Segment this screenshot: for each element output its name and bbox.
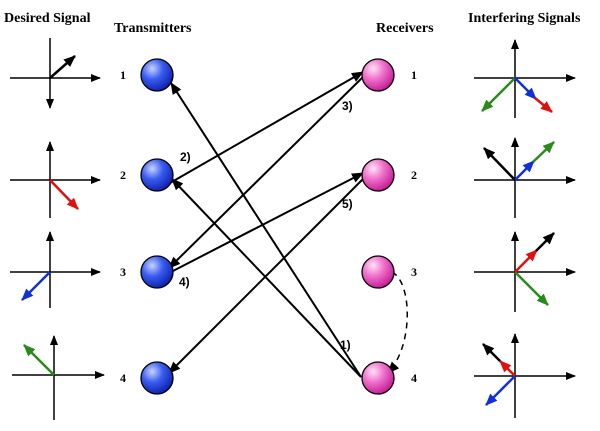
- link-label-3: 3): [342, 99, 353, 113]
- link-arrow-rx2-to-tx4: [168, 175, 367, 374]
- black-vector-arrow: [49, 55, 76, 79]
- link-label-1: 1): [340, 338, 351, 352]
- link-label-5: 5): [342, 197, 353, 211]
- links: [168, 71, 408, 378]
- transmitter-node-1[interactable]: [140, 58, 174, 92]
- link-label-2: 2): [180, 150, 191, 164]
- red-vector-arrow: [534, 97, 553, 113]
- header-receivers: Receivers: [376, 21, 434, 36]
- desired-signal-plot-2: [10, 141, 101, 218]
- red-vector-arrow: [514, 249, 538, 273]
- receiver-node-4[interactable]: [361, 361, 395, 395]
- blue-vector-arrow: [514, 160, 535, 181]
- transmitter-node-3[interactable]: [140, 255, 174, 289]
- black-vector-arrow: [483, 147, 516, 181]
- link-arrow-tx3-to-rx2: [170, 172, 364, 273]
- black-vector-arrow: [535, 232, 555, 252]
- interfering-signal-plot-3: [474, 231, 576, 312]
- blue-vector-arrow: [485, 375, 516, 406]
- blue-vector-arrow: [514, 77, 537, 100]
- transmitters: 1 2 3 4: [120, 58, 174, 395]
- link-arrow-rx1-to-tx3: [168, 74, 366, 269]
- interfering-signal-plot-2: [474, 137, 576, 218]
- link-arrow-rx4-to-tx1: [170, 82, 362, 378]
- transmitter-label-3: 3: [120, 265, 126, 279]
- header-interfering-signals: Interfering Signals: [468, 11, 581, 26]
- transmitter-label-4: 4: [120, 371, 126, 385]
- green-vector-arrow: [481, 77, 516, 112]
- receiver-node-1[interactable]: [361, 58, 395, 92]
- header-desired-signal: Desired Signal: [4, 11, 91, 26]
- receiver-label-1: 1: [411, 68, 417, 82]
- transmitter-label-2: 2: [120, 168, 126, 182]
- red-vector-arrow: [49, 179, 79, 210]
- receiver-label-3: 3: [411, 265, 417, 279]
- desired-signal-plot-1: [10, 38, 101, 109]
- interfering-signal-plot-1: [474, 39, 576, 118]
- dashed-arc-rx3-to-rx4: [387, 271, 408, 374]
- receiver-node-2[interactable]: [361, 158, 395, 192]
- receiver-node-3[interactable]: [361, 255, 395, 289]
- green-vector-arrow: [514, 271, 549, 306]
- desired-signal-plot-3: [10, 231, 101, 308]
- red-vector-arrow: [499, 360, 516, 377]
- black-vector-arrow: [482, 343, 501, 362]
- link-arrow-tx2-to-rx1: [169, 71, 364, 184]
- header-transmitters: Transmitters: [114, 21, 192, 36]
- transmitter-node-4[interactable]: [140, 361, 174, 395]
- desired-signal-plot-4: [12, 335, 105, 420]
- transmitter-label-1: 1: [120, 68, 126, 82]
- receiver-label-2: 2: [411, 168, 417, 182]
- transmitter-node-2[interactable]: [140, 158, 174, 192]
- interfering-signal-plot-4: [474, 333, 576, 418]
- link-label-4: 4): [179, 275, 190, 289]
- receivers: 1 2 3 4: [361, 58, 417, 395]
- link-arrow-rx4-to-tx2: [171, 178, 362, 378]
- green-vector-arrow: [23, 344, 55, 376]
- green-vector-arrow: [532, 141, 555, 163]
- blue-vector-arrow: [21, 271, 51, 301]
- receiver-label-4: 4: [411, 371, 417, 385]
